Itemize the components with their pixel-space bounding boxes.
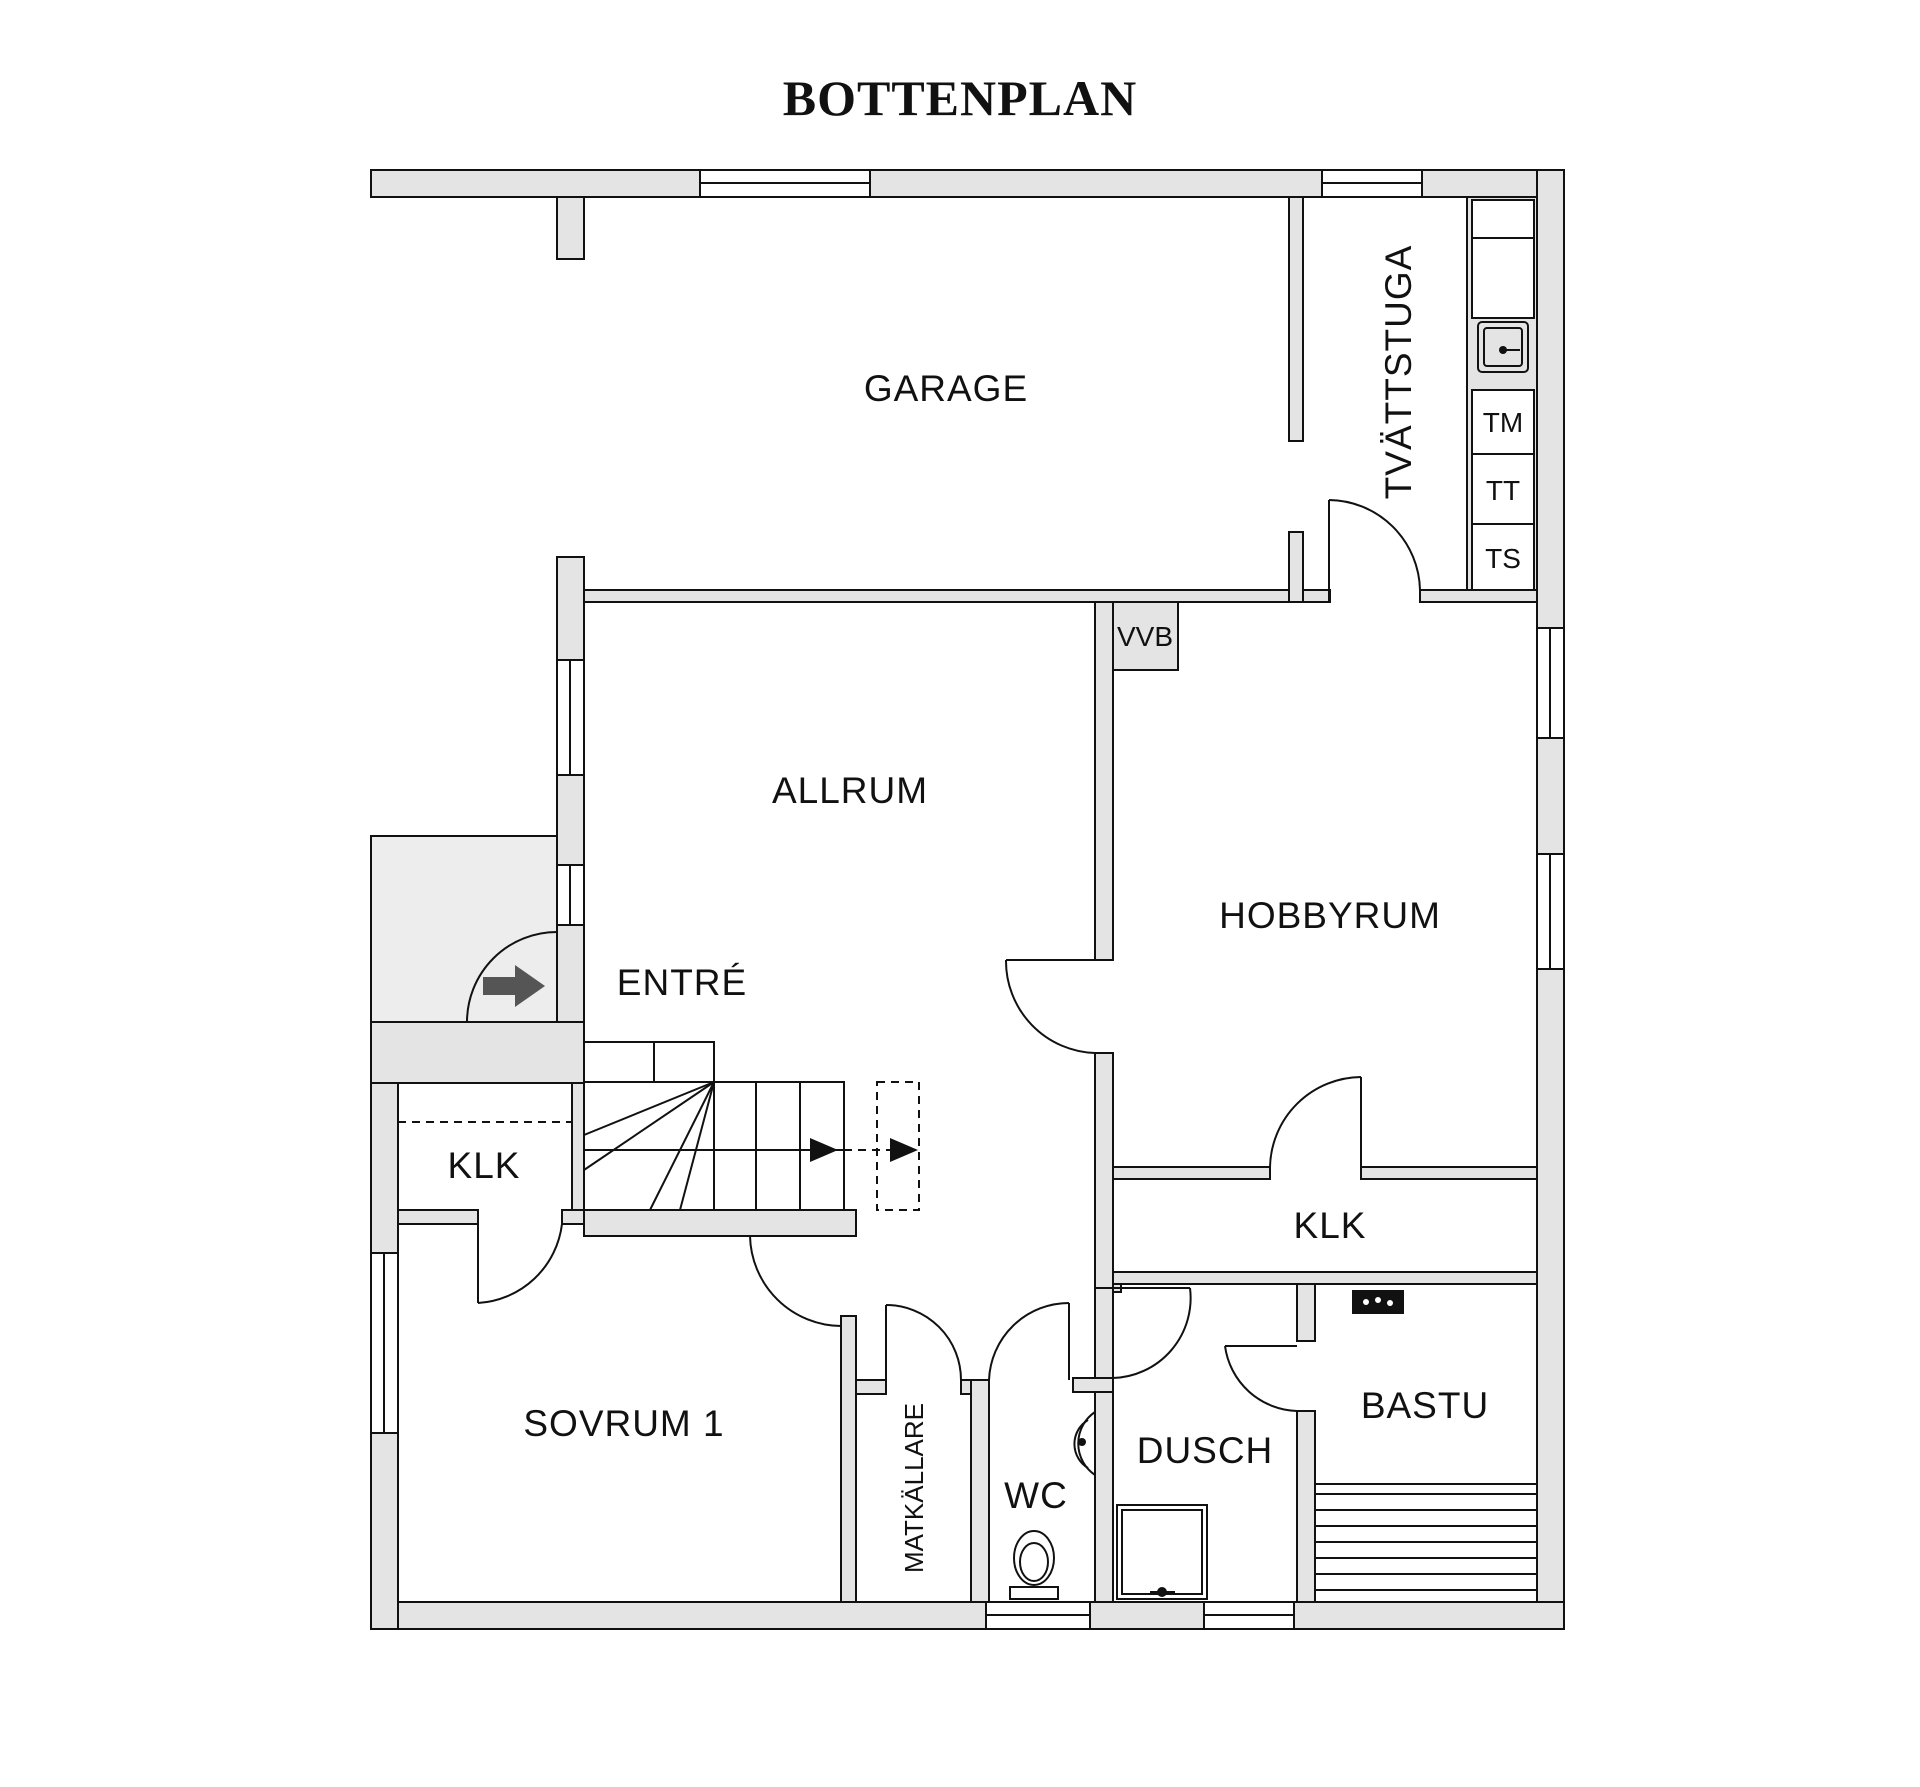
entry-arrow-icon: [483, 965, 545, 1007]
sauna-stove-icon: [1352, 1290, 1404, 1314]
room-tvattstuga: TVÄTTSTUGA: [1378, 245, 1419, 500]
laundry-fixtures: [1471, 199, 1535, 591]
vvb-label: VVB: [1117, 621, 1173, 652]
room-hobbyrum: HOBBYRUM: [1219, 895, 1441, 936]
tm-label: TM: [1483, 407, 1523, 438]
room-dusch: DUSCH: [1137, 1430, 1274, 1471]
room-garage: GARAGE: [864, 368, 1028, 409]
stairs-icon: [583, 1041, 920, 1211]
plan-title: BOTTENPLAN: [783, 70, 1138, 126]
room-allrum: ALLRUM: [772, 770, 928, 811]
doors: [466, 499, 1421, 1412]
room-entre: ENTRÉ: [617, 962, 747, 1003]
room-klk-left: KLK: [448, 1145, 521, 1186]
sink-icon: [1073, 1411, 1096, 1476]
tt-label: TT: [1486, 475, 1520, 506]
room-matkallare: MATKÄLLARE: [899, 1403, 929, 1573]
toilet-icon: [1009, 1530, 1059, 1600]
room-klk-right: KLK: [1294, 1205, 1367, 1246]
shower-icon: [1116, 1504, 1208, 1600]
water-heater: [1112, 601, 1179, 671]
room-sovrum: SOVRUM 1: [523, 1403, 724, 1444]
room-wc: WC: [1004, 1475, 1068, 1516]
windows: [370, 169, 1565, 1630]
entrance-porch: [370, 835, 558, 1056]
sauna-benches: [1315, 1483, 1538, 1602]
ts-label: TS: [1485, 543, 1521, 574]
sink-icon: [1477, 321, 1529, 373]
room-bastu: BASTU: [1361, 1385, 1489, 1426]
